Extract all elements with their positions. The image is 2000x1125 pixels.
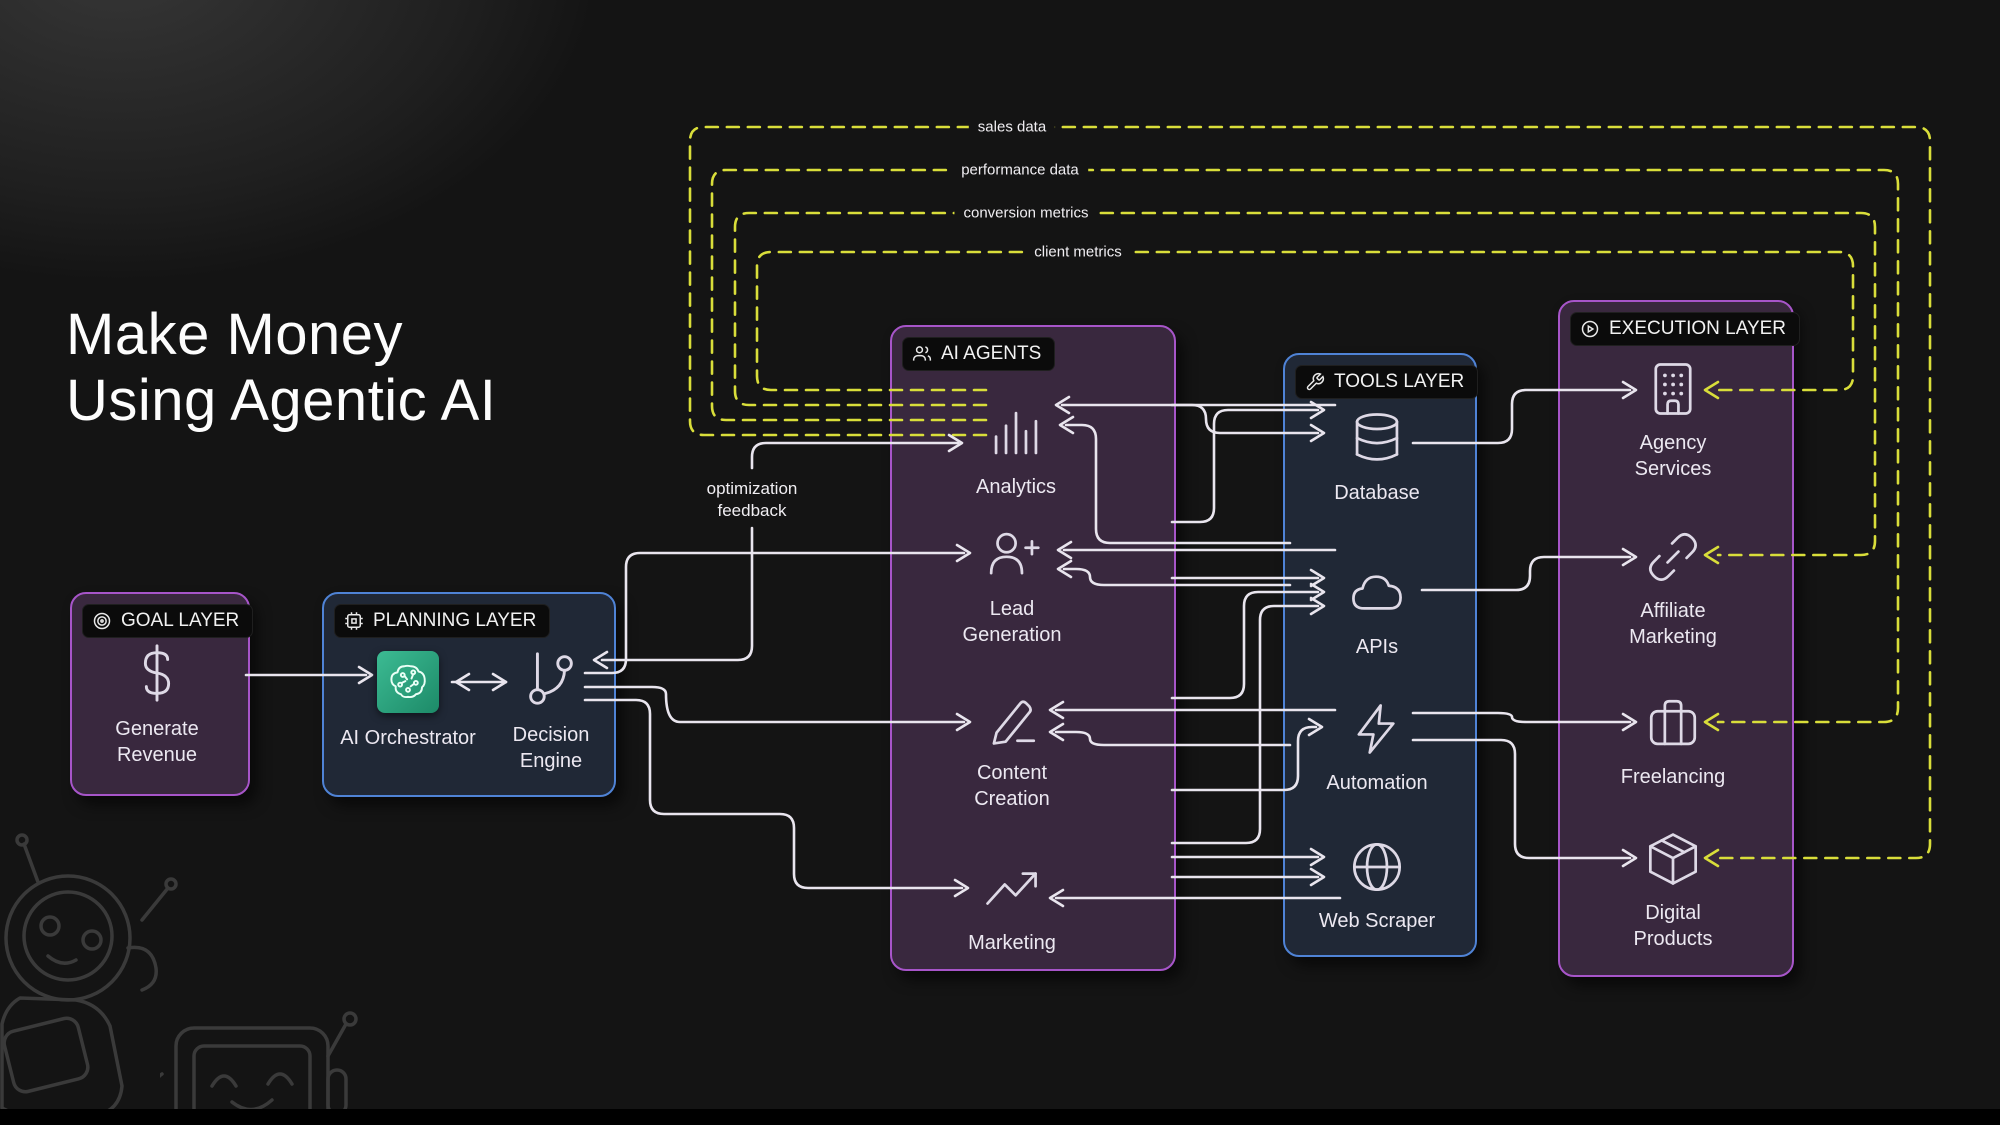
title-line-1: Make Money	[66, 302, 404, 367]
node-lead-generation: Lead Generation	[930, 526, 1094, 648]
ai-agents-header: AI AGENTS	[902, 337, 1056, 371]
performance-data-label: performance data	[952, 160, 1088, 180]
sales-data-label: sales data	[968, 117, 1056, 137]
node-automation: Automation	[1295, 700, 1459, 796]
node-label: Freelancing	[1620, 766, 1726, 788]
ai-agents-title: AI AGENTS	[941, 343, 1042, 364]
node-label: Web Scraper	[1318, 910, 1436, 932]
tools-layer-header: TOOLS LAYER	[1295, 365, 1479, 399]
node-digital-products: Digital Products	[1591, 830, 1755, 952]
node-label: Digital Products	[1633, 902, 1713, 950]
tools-layer-title: TOOLS LAYER	[1334, 371, 1465, 392]
node-agency-services: Agency Services	[1591, 360, 1755, 482]
client-metrics-label: client metrics	[1025, 242, 1131, 262]
optimization-label-line1: optimization	[706, 479, 798, 498]
node-label: Database	[1334, 482, 1420, 504]
cloud-icon	[1352, 575, 1402, 610]
node-label: Lead Generation	[962, 598, 1062, 646]
target-icon	[93, 612, 111, 630]
node-label: Content Creation	[974, 762, 1050, 810]
trending-up-icon	[986, 872, 1037, 905]
planning-layer-title: PLANNING LAYER	[373, 610, 537, 631]
bar-chart-icon	[994, 411, 1038, 455]
globe-icon	[1352, 842, 1402, 892]
node-marketing: Marketing	[930, 860, 1094, 956]
node-web-scraper: Web Scraper	[1295, 838, 1459, 934]
execution-layer-title: EXECUTION LAYER	[1609, 318, 1787, 339]
conversion-metrics-label: conversion metrics	[954, 203, 1098, 223]
node-apis: APIs	[1295, 564, 1459, 660]
node-label: APIs	[1355, 636, 1399, 658]
node-ai-orchestrator: AI Orchestrator	[326, 651, 490, 751]
robot-doodle-boxy	[160, 1011, 358, 1125]
goal-layer-header: GOAL LAYER	[82, 604, 254, 638]
node-label: Affiliate Marketing	[1629, 600, 1717, 648]
node-label: Marketing	[968, 932, 1056, 954]
optimization-feedback-label: optimization feedback	[700, 476, 804, 525]
user-plus-icon	[989, 532, 1040, 575]
link-icon	[1648, 532, 1698, 582]
node-freelancing: Freelancing	[1591, 694, 1755, 790]
briefcase-icon	[1649, 699, 1697, 746]
dollar-icon	[143, 644, 171, 702]
git-branch-icon	[529, 652, 573, 705]
node-label: Analytics	[975, 476, 1057, 498]
node-label: Decision Engine	[512, 724, 590, 772]
title-line-2: Using Agentic AI	[66, 367, 497, 433]
building-icon	[1654, 363, 1692, 415]
node-label: AI Orchestrator	[340, 727, 476, 749]
page-title: Make Money Using Agentic AI	[66, 302, 496, 433]
robot-doodle-round	[0, 833, 178, 1123]
node-label: Agency Services	[1634, 432, 1712, 480]
play-circle-icon	[1581, 320, 1599, 338]
node-decision-engine: Decision Engine	[469, 648, 633, 774]
node-label: Generate Revenue	[115, 718, 199, 766]
node-label: Automation	[1326, 772, 1428, 794]
planning-layer-box: PLANNING LAYER	[322, 592, 616, 797]
letterbox-bar	[0, 1109, 2000, 1125]
database-icon	[1355, 413, 1399, 461]
wrench-icon	[1306, 372, 1325, 391]
package-icon	[1648, 833, 1698, 885]
node-generate-revenue: Generate Revenue	[75, 642, 239, 768]
node-content-creation: Content Creation	[930, 690, 1094, 812]
node-analytics: Analytics	[934, 404, 1098, 500]
planning-layer-header: PLANNING LAYER	[334, 604, 551, 638]
goal-layer-title: GOAL LAYER	[121, 610, 240, 631]
users-icon	[912, 346, 932, 361]
node-affiliate-marketing: Affiliate Marketing	[1591, 528, 1755, 650]
cpu-icon	[345, 612, 363, 630]
node-database: Database	[1295, 410, 1459, 506]
optimization-label-line2: feedback	[717, 501, 787, 521]
zap-icon	[1357, 704, 1395, 754]
brain-circuit-icon	[377, 651, 439, 713]
pencil-icon	[992, 700, 1036, 745]
execution-layer-header: EXECUTION LAYER	[1570, 312, 1801, 346]
